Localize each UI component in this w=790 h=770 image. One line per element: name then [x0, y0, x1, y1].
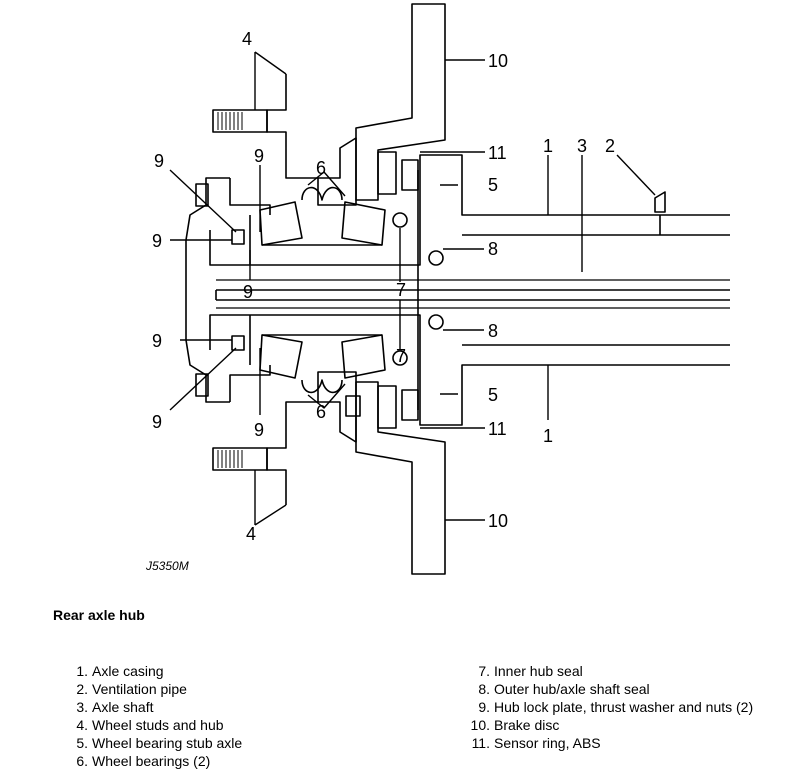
legend-number: 10. — [470, 717, 490, 733]
callout-9-c: 9 — [152, 231, 162, 251]
inner-hub-seal-upper — [392, 212, 408, 228]
brake-disc-upper — [355, 3, 446, 201]
legend-item: 7.Inner hub seal — [464, 662, 753, 680]
legend-item: 10.Brake disc — [464, 716, 753, 734]
callout-6-bottom: 6 — [316, 402, 326, 422]
callout-9-a: 9 — [154, 151, 164, 171]
stub-axle — [209, 154, 730, 266]
legend-number: 9. — [478, 699, 490, 715]
caption-title: Rear axle hub — [53, 607, 145, 623]
callout-9-f: 9 — [152, 412, 162, 432]
legend-text: Inner hub seal — [494, 663, 583, 679]
axle-shaft — [215, 289, 730, 301]
legend-left-column: 1.Axle casing 2.Ventilation pipe 3.Axle … — [62, 662, 242, 770]
callout-1-bottom: 1 — [543, 426, 553, 446]
legend-number: 6. — [76, 753, 88, 769]
wheel-stud-upper — [212, 109, 268, 133]
hub-flange-upper — [266, 74, 357, 206]
legend-text: Axle shaft — [92, 699, 154, 715]
callout-7-bottom: 7 — [396, 346, 406, 366]
callout-2: 2 — [605, 136, 615, 156]
hub-flange-lower — [266, 371, 357, 505]
axle-casing — [462, 234, 730, 346]
figure-code: J5350M — [145, 559, 189, 573]
legend-number: 11. — [471, 735, 490, 751]
outer-hub-seal-upper — [428, 250, 444, 266]
legend-text: Outer hub/axle shaft seal — [494, 681, 650, 697]
legend-text: Brake disc — [494, 717, 560, 733]
callout-10-top: 10 — [488, 51, 508, 71]
wheel-stud-lower — [212, 447, 268, 471]
legend-number: 1. — [76, 663, 88, 679]
callout-11-bottom: 11 — [488, 419, 507, 439]
legend-number: 2. — [76, 681, 88, 697]
ventilation-pipe — [654, 191, 666, 213]
legend-text: Wheel studs and hub — [92, 717, 224, 733]
rear-axle-hub-diagram: 4 10 11 1 3 2 5 6 9 9 9 8 9 7 8 9 7 5 6 … — [145, 3, 730, 575]
legend-item: 8.Outer hub/axle shaft seal — [464, 680, 753, 698]
callout-8-top: 8 — [488, 239, 498, 259]
abs-sensor-ring-lower — [377, 385, 397, 429]
legend-text: Wheel bearings (2) — [92, 753, 211, 769]
callout-9-d: 9 — [243, 282, 253, 302]
callout-4-bottom: 4 — [246, 524, 256, 544]
legend-number: 7. — [478, 663, 490, 679]
hub-body — [185, 177, 230, 403]
lock-plate-upper — [231, 229, 245, 245]
stud-thread-lower — [217, 450, 243, 468]
wheel-bearing-lower — [259, 334, 303, 379]
legend-text: Wheel bearing stub axle — [92, 735, 243, 751]
legend-item: 4.Wheel studs and hub — [62, 716, 242, 734]
brake-disc-lower — [355, 381, 446, 575]
callout-3: 3 — [577, 136, 587, 156]
callout-9-b: 9 — [254, 146, 264, 166]
callout-7-top: 7 — [396, 280, 406, 300]
outer-hub-seal-lower — [428, 314, 444, 330]
lock-plate-lower — [231, 335, 245, 351]
legend-right-column: 7.Inner hub seal 8.Outer hub/axle shaft … — [464, 662, 754, 752]
callout-1-top: 1 — [543, 136, 553, 156]
callout-5-bottom: 5 — [488, 385, 498, 405]
legend-number: 4. — [76, 717, 88, 733]
legend-number: 3. — [76, 699, 88, 715]
callout-6-top: 6 — [316, 158, 326, 178]
callout-8-bottom: 8 — [488, 321, 498, 341]
callout-9-g: 9 — [254, 420, 264, 440]
stud-thread-upper — [217, 112, 243, 130]
legend-item: 3.Axle shaft — [62, 698, 242, 716]
legend-item: 11.Sensor ring, ABS — [464, 734, 753, 752]
legend-item: 5.Wheel bearing stub axle — [62, 734, 242, 752]
legend-text: Hub lock plate, thrust washer and nuts (… — [494, 699, 754, 715]
legend-number: 8. — [478, 681, 490, 697]
callout-5-top: 5 — [488, 175, 498, 195]
legend-number: 5. — [76, 735, 88, 751]
callout-9-e: 9 — [152, 331, 162, 351]
legend-item: 1.Axle casing — [62, 662, 242, 680]
wheel-bearing-upper — [259, 201, 303, 246]
legend-text: Ventilation pipe — [92, 681, 187, 697]
legend-item: 2.Ventilation pipe — [62, 680, 242, 698]
legend-text: Sensor ring, ABS — [494, 735, 601, 751]
callout-4-top: 4 — [242, 29, 252, 49]
inner-hub-seal-lower — [392, 350, 408, 366]
legend-item: 9.Hub lock plate, thrust washer and nuts… — [464, 698, 753, 716]
legend-text: Axle casing — [92, 663, 164, 679]
abs-sensor-ring-upper — [377, 151, 397, 195]
legend-item: 6.Wheel bearings (2) — [62, 752, 242, 770]
callout-11-top: 11 — [488, 143, 507, 163]
callout-10-bottom: 10 — [488, 511, 508, 531]
